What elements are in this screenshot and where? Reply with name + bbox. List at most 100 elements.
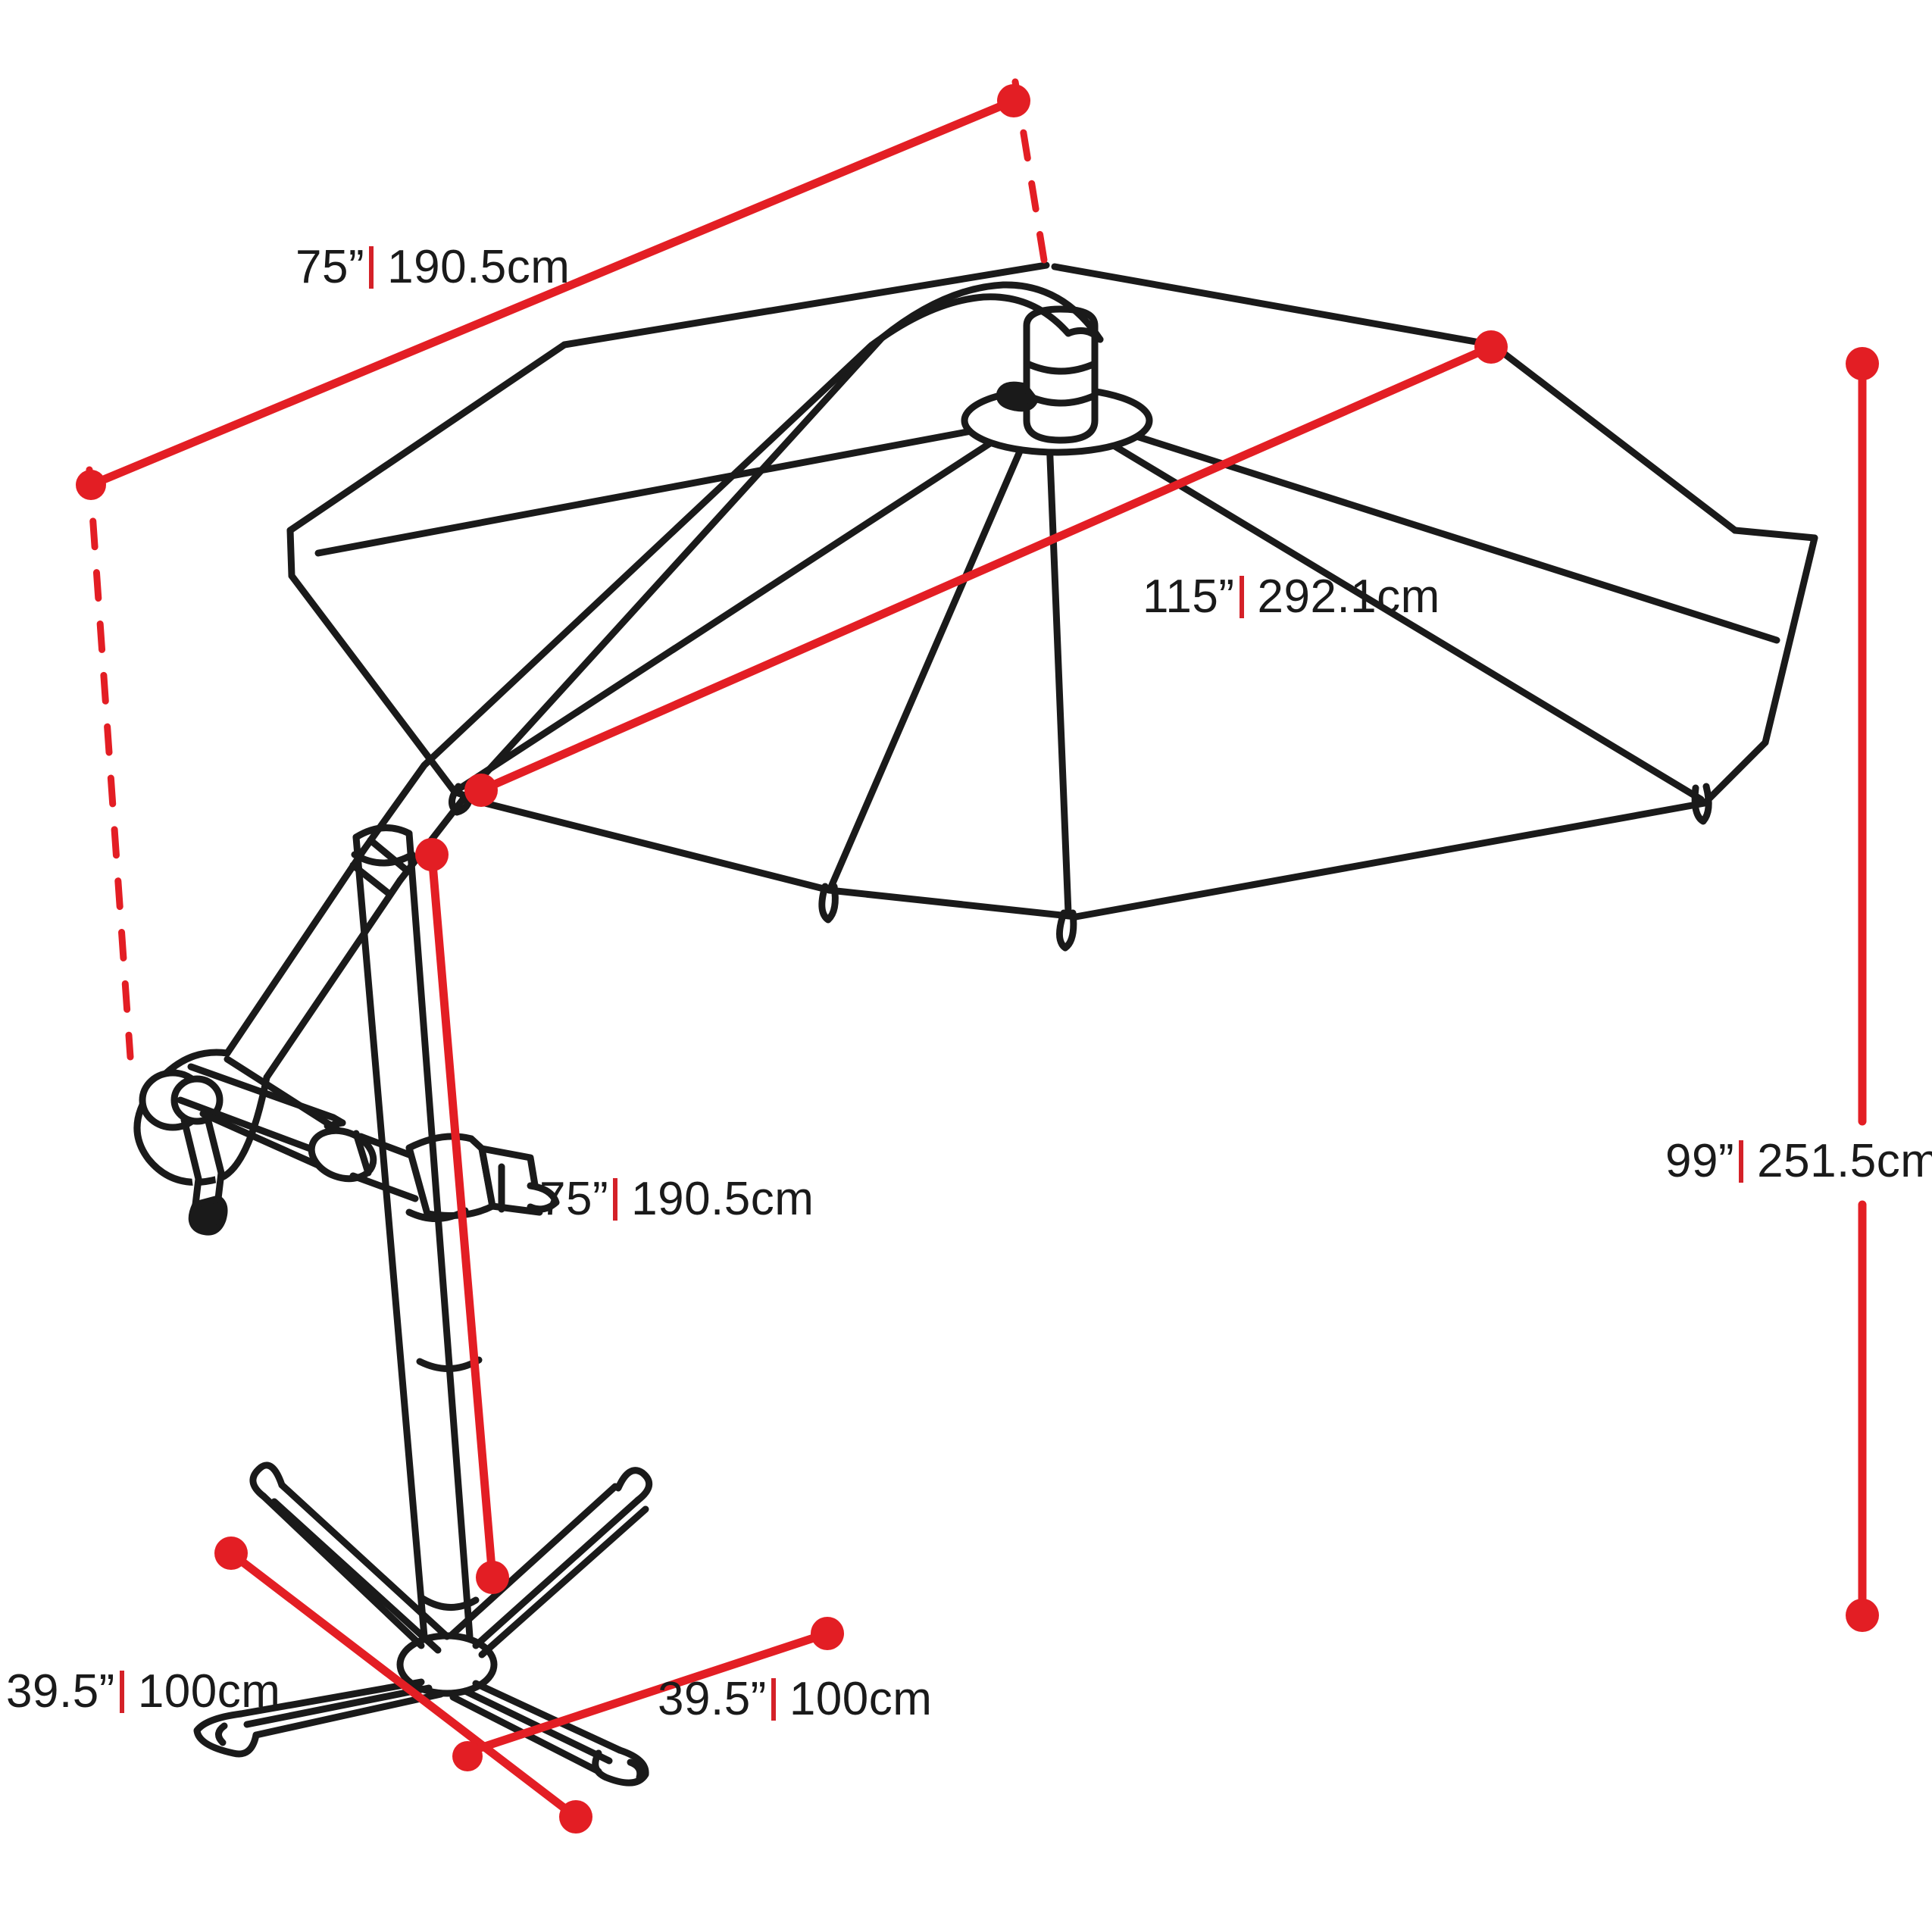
arm-joint-band-1	[367, 836, 410, 874]
dot-canopy-clearance-top	[415, 838, 449, 871]
hub-tilt-knob	[996, 381, 1039, 412]
pole-group	[351, 824, 483, 1640]
canopy-edge-left-lower	[288, 572, 458, 796]
dimension-separator	[613, 1178, 618, 1221]
cantilever-arm-group	[133, 281, 1104, 1186]
canopy-edge-right-tip	[1701, 739, 1769, 807]
arm-end-cap	[133, 1049, 270, 1186]
dimension-metric-value: 292.1cm	[1257, 571, 1440, 623]
dimline-canopy-clearance	[427, 850, 497, 1582]
arm-elbow-cap	[1064, 327, 1104, 343]
crank-handle-grip	[188, 1195, 228, 1236]
base-arm-nw-end	[249, 1462, 286, 1500]
canopy-edge-upper-right-a	[1489, 341, 1739, 534]
dimension-separator	[1739, 1140, 1744, 1183]
pivot-head-group	[139, 1069, 228, 1236]
dot-overall-height-bottom	[1846, 1599, 1879, 1632]
canopy-rib-left-upper	[314, 420, 1011, 557]
base-arm-sw-end	[193, 1710, 260, 1758]
dimension-separator	[1239, 576, 1244, 618]
dimension-metric-value: 190.5cm	[387, 241, 571, 293]
dot-base-right-end	[811, 1617, 844, 1650]
base-arm-sw-end-notch	[215, 1722, 228, 1746]
canopy-rib-right-upper	[1095, 420, 1780, 644]
base-arm-se-end-notch	[627, 1758, 644, 1781]
strut-sleeve-line	[352, 1130, 372, 1177]
pole-clamp-group	[405, 1133, 560, 1219]
dimline-base-right	[469, 1629, 832, 1755]
dimension-imperial-value: 39.5”	[6, 1665, 115, 1718]
canopy-group	[286, 261, 1818, 952]
canopy-rib-top-left	[561, 261, 1050, 349]
dimension-imperial-value: 99”	[1665, 1135, 1735, 1187]
pole-top-cap	[352, 824, 413, 841]
dimension-imperial-value: 75”	[539, 1173, 609, 1225]
crank-handle-arm	[180, 1116, 202, 1208]
crank-handle-arm-b	[202, 1108, 225, 1202]
dot-base-left-end	[559, 1800, 592, 1834]
dot-canopy-diameter-left	[464, 774, 498, 807]
canopy-edge-upper-left-b	[286, 527, 295, 580]
dimension-label-canopy-span-upper: 75” 190.5cm	[295, 244, 570, 291]
base-arm-sw-rib	[243, 1684, 433, 1728]
dimension-separator	[119, 1671, 124, 1713]
pole-base-collar-top	[419, 1595, 480, 1611]
canopy-rib-left-mid	[451, 428, 1011, 796]
hub-collar-ring-upper	[1024, 360, 1099, 375]
strut-body-bottom	[199, 1110, 336, 1175]
canopy-rib-right-mid	[1087, 428, 1705, 803]
strut-body-top	[224, 1055, 340, 1133]
base-arm-ne-inner	[448, 1483, 619, 1639]
canopy-rib-center-left	[826, 432, 1030, 894]
rib-tip-finial-left	[818, 883, 839, 924]
dimension-imperial-value: 39.5”	[658, 1673, 767, 1725]
dimension-label-canopy-clearance-height: 75” 190.5cm	[539, 1176, 814, 1223]
support-strut-group	[177, 1055, 425, 1202]
dimension-imperial-value: 75”	[295, 241, 365, 293]
canopy-rib-top-right	[1051, 263, 1496, 349]
canopy-hem-center	[826, 886, 1080, 921]
base-arm-nw-inner	[278, 1481, 451, 1640]
dimline-base-left	[227, 1549, 580, 1821]
dot-canopy-span-right	[997, 84, 1030, 117]
dimline-canopy-span-upper	[86, 96, 1018, 489]
base-arm-ne-outer	[472, 1496, 642, 1649]
rib-tip-finial-right	[1691, 783, 1712, 825]
dot-canopy-clearance-bottom	[476, 1561, 509, 1594]
dimension-metric-value: 251.5cm	[1757, 1135, 1932, 1187]
clamp-lever	[527, 1182, 560, 1213]
dimension-label-base-width-left: 39.5” 100cm	[6, 1668, 280, 1715]
base-arm-nw-outer	[260, 1493, 425, 1649]
dimension-metric-value: 100cm	[137, 1665, 281, 1718]
pole-left-edge	[352, 833, 428, 1640]
dimension-endpoints-group	[76, 84, 1879, 1834]
dot-base-left-start	[214, 1537, 248, 1570]
base-arm-sw-inner	[252, 1690, 445, 1739]
pole-right-edge	[405, 830, 474, 1640]
dimension-label-canopy-diameter: 115” 292.1cm	[1143, 574, 1440, 621]
rib-tip-finial-center	[1056, 909, 1077, 952]
dimline-extension-right-dashed	[1011, 78, 1051, 283]
arm-bottom-edge	[396, 281, 1104, 884]
dot-canopy-span-left	[76, 470, 106, 500]
canopy-edge-upper-left-a	[286, 341, 568, 534]
dimension-metric-value: 100cm	[789, 1673, 933, 1725]
canopy-edge-upper-right-b	[1731, 527, 1818, 542]
dot-overall-height-top	[1846, 347, 1879, 380]
arm-lower-segment	[224, 846, 367, 1057]
canopy-rib-center	[1046, 436, 1072, 917]
dimension-label-overall-height: 99” 251.5cm	[1665, 1138, 1932, 1185]
base-arm-nw-rib	[270, 1498, 442, 1654]
dimension-metric-value: 190.5cm	[631, 1173, 814, 1225]
base-arm-ne-rib	[478, 1505, 649, 1658]
dimension-separator	[369, 246, 374, 289]
base-arm-sw-outer	[237, 1678, 425, 1718]
canopy-hub-group	[961, 305, 1153, 456]
base-arm-ne-end	[614, 1467, 653, 1504]
dimension-label-base-width-right: 39.5” 100cm	[658, 1676, 932, 1723]
strut-sleeve-outer	[308, 1127, 377, 1183]
canopy-hem-left	[481, 799, 833, 894]
dot-canopy-diameter-right	[1474, 330, 1508, 364]
